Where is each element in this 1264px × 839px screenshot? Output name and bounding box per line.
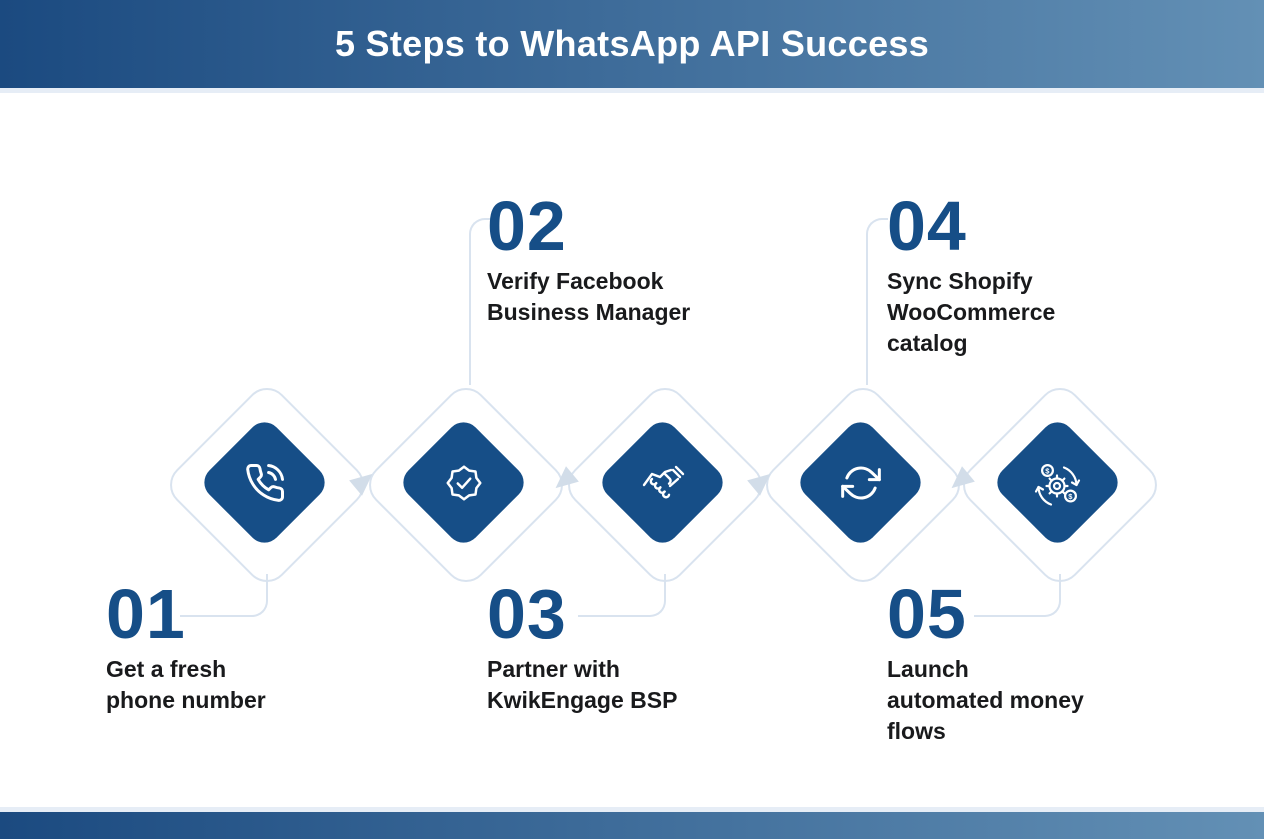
connector-step-01 xyxy=(180,574,268,617)
header-banner: 5 Steps to WhatsApp API Success xyxy=(0,0,1264,88)
step-number: 04 xyxy=(887,187,967,265)
footer-divider xyxy=(0,807,1264,812)
step-title: Sync Shopify WooCommerce catalog xyxy=(887,268,1056,356)
step-title: Verify Facebook Business Manager xyxy=(487,268,691,325)
step-number: 03 xyxy=(487,575,567,653)
connector-step-04 xyxy=(866,218,888,385)
step-number: 02 xyxy=(487,187,567,265)
connector-step-03 xyxy=(578,574,666,617)
step-label-05: 05 Launch automated money flows xyxy=(887,578,1157,747)
header-divider xyxy=(0,88,1264,93)
connector-step-02 xyxy=(469,218,491,385)
svg-text:$: $ xyxy=(1045,466,1050,475)
verified-badge-icon xyxy=(440,459,488,507)
step-label-02: 02 Verify Facebook Business Manager xyxy=(487,190,757,328)
step-title: Launch automated money flows xyxy=(887,656,1084,744)
step-label-01: 01 Get a fresh phone number xyxy=(106,578,376,716)
handshake-icon xyxy=(639,459,687,507)
step-title: Get a fresh phone number xyxy=(106,656,266,713)
step-number: 01 xyxy=(106,575,186,653)
svg-text:$: $ xyxy=(1068,492,1073,501)
footer-banner xyxy=(0,812,1264,839)
connector-step-05 xyxy=(974,574,1061,617)
sync-icon xyxy=(837,459,885,507)
phone-call-icon xyxy=(241,459,289,507)
money-automation-icon: $ $ xyxy=(1034,459,1082,507)
step-label-03: 03 Partner with KwikEngage BSP xyxy=(487,578,757,716)
page-title: 5 Steps to WhatsApp API Success xyxy=(334,23,930,64)
step-title: Partner with KwikEngage BSP xyxy=(487,656,678,713)
step-label-04: 04 Sync Shopify WooCommerce catalog xyxy=(887,190,1157,359)
step-number: 05 xyxy=(887,575,967,653)
